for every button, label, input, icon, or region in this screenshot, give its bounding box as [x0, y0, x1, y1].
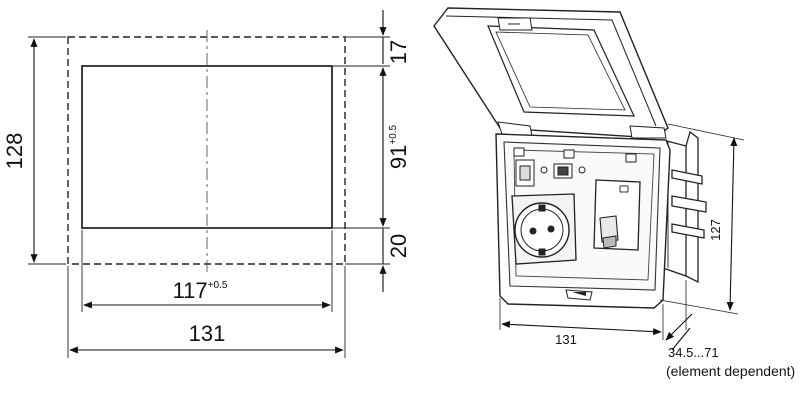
iso-height-dimension [726, 137, 738, 311]
front-height-label: 128 [2, 133, 27, 170]
iso-width-label: 131 [555, 332, 577, 347]
iso-height-label: 127 [708, 219, 723, 241]
socket-outlet [511, 193, 577, 265]
front-view: 128 17 91+0.5 20 117+0.5 131 [2, 10, 411, 358]
cutout-height-label: 91+0.5 [386, 124, 411, 169]
iso-view: 127 131 34.5...71 (element dependent) [433, 7, 795, 379]
iso-width-dimension [501, 320, 662, 336]
iso-depth-label: 34.5...71 [668, 345, 719, 360]
front-width-label: 131 [189, 321, 226, 346]
bottom-margin-label: 20 [386, 234, 411, 258]
hinged-lid [433, 7, 669, 139]
cutout-width-label: 117+0.5 [173, 278, 228, 303]
top-margin-label: 17 [386, 40, 411, 64]
circuit-breaker [593, 179, 641, 251]
front-cutout-rect [81, 65, 333, 229]
iso-depth-note: (element dependent) [666, 363, 795, 379]
front-outer-outline [67, 36, 346, 265]
iso-depth-dimension [665, 313, 693, 341]
indicators [513, 147, 637, 187]
